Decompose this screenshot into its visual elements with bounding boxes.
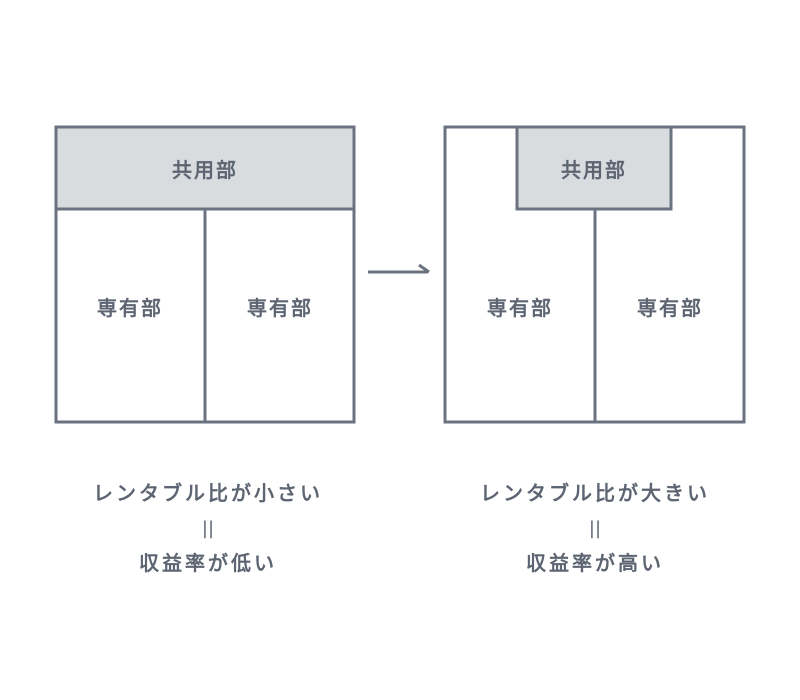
right-private-label-2: 専有部	[637, 296, 703, 320]
left-caption-line2: 収益率が低い	[139, 551, 277, 575]
left-floor-plan: 共用部 専有部 専有部	[54, 125, 356, 424]
right-arrow-icon	[368, 263, 430, 274]
right-caption-line1: レンタブル比が大きい	[480, 481, 710, 505]
left-private-label-1: 専有部	[97, 296, 163, 320]
left-common-label: 共用部	[172, 158, 238, 182]
left-caption: レンタブル比が小さい || 収益率が低い	[93, 481, 323, 575]
right-caption-equals: ||	[589, 518, 601, 539]
left-caption-line1: レンタブル比が小さい	[93, 481, 323, 505]
left-common-area	[54, 125, 356, 211]
right-common-label: 共用部	[561, 158, 627, 182]
right-caption-line2: 収益率が高い	[526, 551, 664, 575]
left-private-label-2: 専有部	[247, 296, 313, 320]
left-caption-equals: ||	[202, 518, 214, 539]
right-caption: レンタブル比が大きい || 収益率が高い	[480, 481, 710, 575]
right-private-label-1: 専有部	[487, 296, 553, 320]
right-floor-plan: 共用部 専有部 専有部	[443, 125, 746, 424]
right-common-area	[515, 125, 673, 211]
